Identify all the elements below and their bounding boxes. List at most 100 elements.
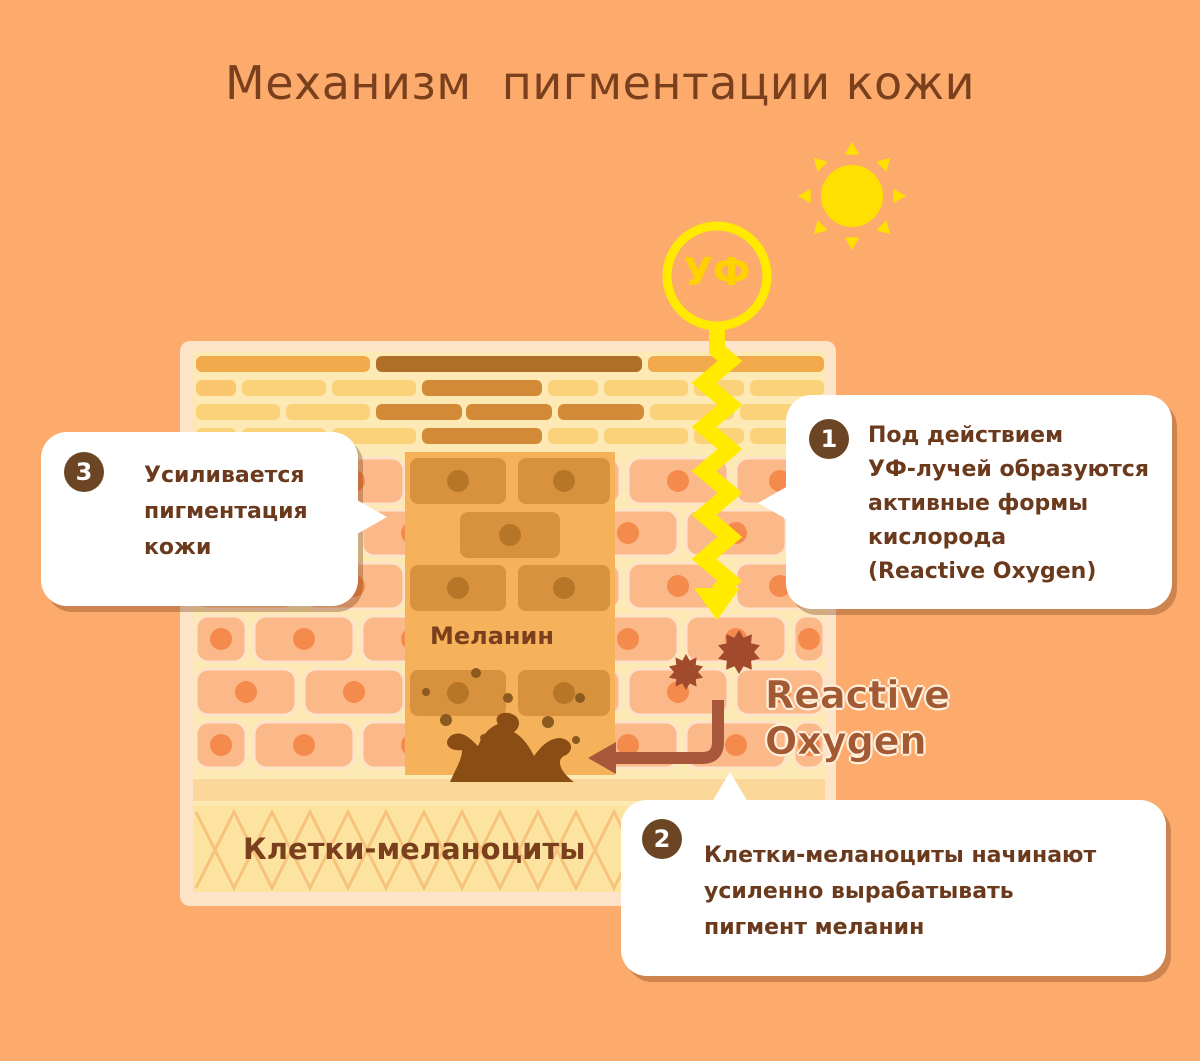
horny-layer-segment bbox=[196, 380, 236, 396]
step-1-line: активные формы bbox=[868, 491, 1089, 516]
melanin-dot bbox=[422, 688, 430, 696]
horny-layer-segment bbox=[196, 404, 280, 420]
reactive-oxygen-icon bbox=[668, 630, 760, 690]
cell-nucleus bbox=[210, 628, 232, 650]
melanin-dot bbox=[575, 693, 585, 703]
step-1-line: Под действием bbox=[868, 423, 1064, 448]
sun-ray bbox=[844, 237, 860, 250]
horny-layer-segment bbox=[376, 356, 642, 372]
sun-icon bbox=[798, 142, 906, 250]
melanin-nucleus bbox=[499, 524, 521, 546]
cell-nucleus bbox=[667, 575, 689, 597]
step-3-callout-tail bbox=[357, 500, 387, 534]
melanocytes-label: Клетки-меланоциты bbox=[243, 832, 586, 866]
cell-nucleus bbox=[798, 734, 820, 756]
uv-ray-icon bbox=[691, 326, 743, 599]
step-1-callout-tail bbox=[758, 486, 788, 520]
basement-band bbox=[193, 779, 825, 801]
step-2-callout-tail bbox=[712, 772, 748, 802]
step-3-number-badge: 3 bbox=[64, 452, 104, 492]
horny-layer-segment bbox=[604, 380, 688, 396]
horny-layer-segment bbox=[332, 380, 416, 396]
melanin-dot bbox=[572, 736, 580, 744]
melanin-dot bbox=[440, 714, 452, 726]
step-3-line: Усиливается bbox=[144, 463, 305, 488]
step-1-line: УФ-лучей образуются bbox=[868, 457, 1149, 482]
cell-nucleus bbox=[617, 628, 639, 650]
step-1-line: (Reactive Oxygen) bbox=[868, 559, 1097, 584]
sun-ray bbox=[876, 220, 891, 235]
horny-layer-segment bbox=[242, 380, 326, 396]
step-2-line: усиленно вырабатывать bbox=[704, 879, 1014, 904]
cell-nucleus bbox=[617, 522, 639, 544]
cell-nucleus bbox=[617, 734, 639, 756]
melanin-splash-icon bbox=[447, 712, 574, 782]
reactive-oxygen-particle bbox=[718, 630, 760, 674]
horny-layer-segment bbox=[422, 380, 542, 396]
melanin-nucleus bbox=[447, 682, 469, 704]
melanin-dots bbox=[422, 668, 585, 744]
reactive-oxygen-label: Reactive Oxygen bbox=[765, 672, 950, 764]
cell-nucleus bbox=[725, 734, 747, 756]
melanin-label: Меланин bbox=[430, 622, 554, 650]
sun-ray bbox=[844, 142, 860, 155]
cell-nucleus bbox=[769, 681, 791, 703]
step-3-text: Усиливается пигментация кожи bbox=[144, 458, 308, 566]
horny-layer-segment bbox=[196, 356, 370, 372]
step-1-line: кислорода bbox=[868, 525, 1007, 550]
cell-nucleus bbox=[293, 628, 315, 650]
step-3-line: кожи bbox=[144, 535, 212, 560]
step-1-number-badge: 1 bbox=[809, 419, 849, 459]
reactive-oxygen-label-line2: Oxygen bbox=[765, 719, 927, 764]
melanin-nucleus bbox=[447, 577, 469, 599]
horny-layer-segment bbox=[466, 404, 552, 420]
sun-disc bbox=[821, 165, 883, 227]
melanin-nucleus bbox=[553, 682, 575, 704]
cell-nucleus bbox=[798, 628, 820, 650]
step-3-callout: 3 Усиливается пигментация кожи bbox=[41, 432, 358, 606]
horny-layer-segment bbox=[422, 428, 542, 444]
melanin-dot bbox=[503, 693, 513, 703]
horny-layer-segment bbox=[548, 428, 598, 444]
page-title: Механизм пигментации кожи bbox=[225, 56, 975, 110]
cell-nucleus bbox=[210, 734, 232, 756]
horny-layer-segment bbox=[750, 380, 824, 396]
melanin-dot bbox=[542, 716, 554, 728]
cell-nucleus bbox=[667, 681, 689, 703]
horny-layer-segment bbox=[558, 404, 644, 420]
sun-ray bbox=[813, 220, 828, 235]
melanin-nucleus bbox=[447, 470, 469, 492]
melanin-cells bbox=[410, 458, 610, 716]
sun-ray bbox=[813, 157, 828, 172]
horny-layer-segment bbox=[604, 428, 688, 444]
step-2-text: Клетки-меланоциты начинают усиленно выра… bbox=[704, 838, 1096, 946]
step-2-callout: 2 Клетки-меланоциты начинают усиленно вы… bbox=[621, 800, 1166, 976]
melanin-dot bbox=[471, 668, 481, 678]
cell-nucleus bbox=[293, 734, 315, 756]
arrow-icon bbox=[612, 700, 724, 764]
cell-nucleus bbox=[667, 470, 689, 492]
arrow-head bbox=[588, 742, 616, 774]
melanin-nucleus bbox=[553, 577, 575, 599]
sun-ray bbox=[876, 157, 891, 172]
step-1-callout: 1 Под действием УФ-лучей образуются акти… bbox=[786, 395, 1172, 609]
step-1-text: Под действием УФ-лучей образуются активн… bbox=[868, 419, 1149, 589]
cell-nucleus bbox=[235, 681, 257, 703]
step-2-number-badge: 2 bbox=[642, 819, 682, 859]
uv-ray-arrowhead bbox=[694, 588, 740, 620]
reactive-oxygen-particle bbox=[668, 654, 704, 690]
horny-layer-segment bbox=[286, 404, 370, 420]
sun-ray bbox=[798, 188, 811, 204]
reactive-oxygen-label-line1: Reactive bbox=[765, 673, 950, 718]
horny-layer-segment bbox=[376, 404, 462, 420]
cell-nucleus bbox=[769, 575, 791, 597]
sun-ray bbox=[893, 188, 906, 204]
step-2-line: Клетки-меланоциты начинают bbox=[704, 843, 1097, 868]
melanin-nucleus bbox=[553, 470, 575, 492]
uv-label: УФ bbox=[683, 250, 751, 294]
cell-nucleus bbox=[343, 681, 365, 703]
horny-layer-segment bbox=[332, 428, 416, 444]
step-3-line: пигментация bbox=[144, 499, 308, 524]
horny-layer-segment bbox=[548, 380, 598, 396]
step-2-line: пигмент меланин bbox=[704, 915, 925, 940]
